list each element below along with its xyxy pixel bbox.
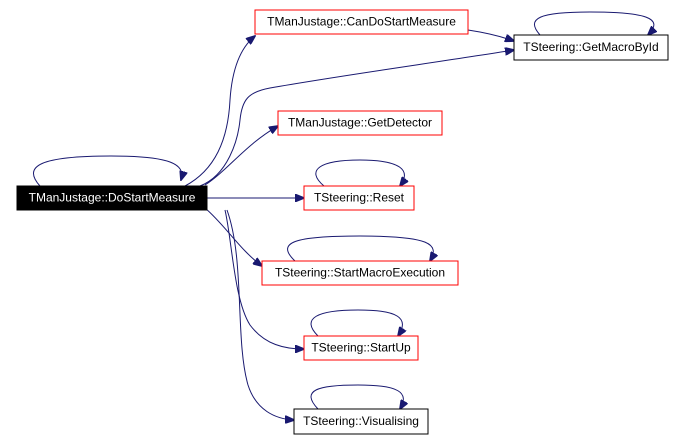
node-can-do-start-measure-box [254,9,469,35]
node-start-macro-execution[interactable]: TSteering::StartMacroExecution [261,260,459,286]
edge-do-start-measure-self [33,155,181,187]
node-get-detector-box [277,110,443,136]
node-get-macro-by-id-box [513,34,669,61]
node-reset-box [303,185,415,211]
edge-to-get-macro-by-id [199,50,514,187]
edge-can-do-to-get-macro [467,29,514,41]
node-visualising[interactable]: TSteering::Visualising [293,408,429,435]
edge-reset-self [315,159,405,186]
edge-to-get-detector [204,126,278,186]
node-get-detector-label: TManJustage::GetDetector [288,116,432,130]
edge-get-macro-by-id-self [534,11,653,35]
node-reset[interactable]: TSteering::Reset [303,185,415,211]
node-get-macro-by-id-label: TSteering::GetMacroById [523,40,658,54]
edge-start-up-self [310,309,402,336]
edge-to-visualising [226,209,294,420]
node-do-start-measure-box [16,185,208,211]
node-start-up-box [303,335,419,361]
edge-visualising-self [310,384,403,409]
node-do-start-measure-label: TManJustage::DoStartMeasure [29,191,196,205]
node-get-detector[interactable]: TManJustage::GetDetector [277,110,443,136]
node-start-macro-execution-box [261,260,459,286]
node-can-do-start-measure[interactable]: TManJustage::CanDoStartMeasure [254,9,469,35]
nodes: TManJustage::DoStartMeasure TManJustage:… [16,9,669,435]
node-can-do-start-measure-label: TManJustage::CanDoStartMeasure [267,15,456,29]
node-start-up[interactable]: TSteering::StartUp [303,335,419,361]
node-visualising-label: TSteering::Visualising [303,414,419,428]
edge-to-can-do-start-measure [184,36,255,187]
edge-to-start-macro-execution [204,207,262,266]
edges [33,11,653,420]
node-visualising-box [293,408,429,435]
edge-start-macro-execution-self [287,235,434,261]
edge-to-start-up [224,209,304,349]
node-reset-label: TSteering::Reset [314,191,405,205]
node-do-start-measure[interactable]: TManJustage::DoStartMeasure [16,185,208,211]
node-start-up-label: TSteering::StartUp [311,341,411,355]
node-start-macro-execution-label: TSteering::StartMacroExecution [275,266,445,280]
node-get-macro-by-id[interactable]: TSteering::GetMacroById [513,34,669,61]
